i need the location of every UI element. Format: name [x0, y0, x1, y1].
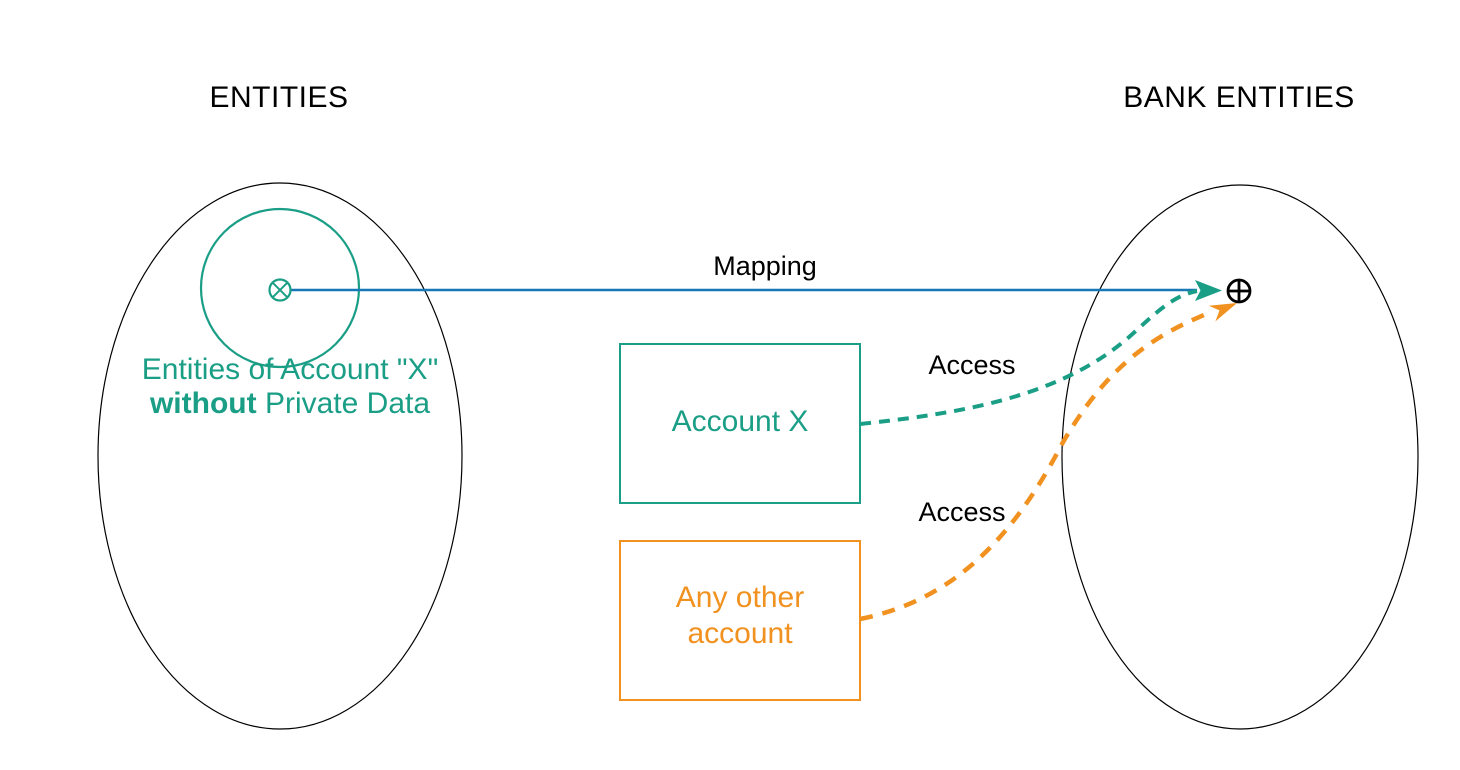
subset-label-line1: Entities of Account "X": [142, 353, 438, 386]
circled-times-icon: [268, 278, 292, 302]
entities-ellipse: [97, 182, 463, 730]
bank-entities-title: BANK ENTITIES: [1123, 81, 1355, 114]
access-account-x-arrowhead-icon: [1195, 280, 1222, 301]
access-account-x-line: [859, 289, 1198, 426]
entities-subset-label: Entities of Account "X" without Private …: [142, 353, 438, 420]
other-account-label-line1: Any other: [676, 581, 804, 614]
mapping-label: Mapping: [713, 251, 817, 281]
circled-plus-icon: [1226, 278, 1252, 304]
access-other-arrowhead-icon: [1208, 303, 1237, 322]
other-account-box: Any other account: [619, 540, 861, 701]
account-x-box: Account X: [619, 343, 861, 504]
access-label-account-x: Access: [928, 350, 1015, 380]
other-account-label-line2: account: [687, 617, 793, 650]
bank-entities-ellipse: [1061, 184, 1419, 730]
access-arrow-account-x: [859, 280, 1222, 426]
account-x-label: Account X: [672, 405, 809, 438]
account-x-subset-circle: [199, 207, 361, 369]
access-other-line: [859, 309, 1212, 622]
subset-label-line2: without Private Data: [149, 387, 430, 420]
access-label-other: Access: [918, 497, 1005, 527]
access-arrow-other: [859, 303, 1237, 622]
entities-title: ENTITIES: [209, 81, 348, 114]
